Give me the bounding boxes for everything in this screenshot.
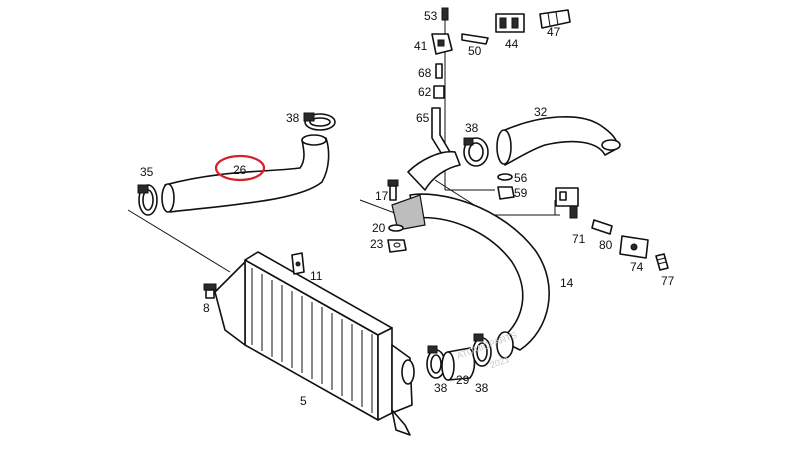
callout-68: 68 [418,66,432,80]
intercooler-5 [214,251,415,436]
callout-labels: 53 44 47 41 50 68 62 65 38 38 32 26 35 1… [140,9,675,408]
sensor-71 [555,187,579,219]
clamp-38-upper [303,112,336,131]
callout-74: 74 [630,260,644,274]
callout-59: 59 [514,186,528,200]
callout-5: 5 [300,394,307,408]
intercooler-fins [251,268,373,413]
bracket-11 [291,252,305,275]
connector-44 [495,13,525,33]
terminal-80 [591,219,613,235]
washer-20 [388,224,404,232]
callout-65: 65 [416,111,430,125]
hose-32 [496,116,621,166]
clamp-35 [137,184,158,216]
clamp-38-bottom-right [472,333,492,367]
callout-71: 71 [572,232,586,246]
callout-26: 26 [233,163,247,177]
nut-23 [387,239,407,253]
hose-14 [409,193,550,351]
callout-50: 50 [468,44,482,58]
clip-50 [461,33,489,45]
sleeve-29 [441,347,476,381]
sensor-41 [431,33,453,55]
hose-26 [161,134,330,213]
callout-29: 29 [456,373,470,387]
callout-38-bottom-right: 38 [475,381,489,395]
callout-14: 14 [560,276,574,290]
callout-53: 53 [424,9,438,23]
callout-35: 35 [140,165,154,179]
callout-47: 47 [547,25,561,39]
callout-77: 77 [661,274,675,288]
screw-53 [441,7,449,21]
callout-38-right: 38 [465,121,479,135]
bolt-17 [387,179,399,201]
connector-74 [619,235,649,259]
callout-32: 32 [534,105,548,119]
elbow-connector [391,150,461,231]
fitting-62 [433,85,445,99]
callout-44: 44 [505,37,519,51]
clamp-38-bottom-left [426,345,446,379]
callout-80: 80 [599,238,613,252]
clamp-38-right [463,137,489,167]
callout-8: 8 [203,301,210,315]
callout-17: 17 [375,189,389,203]
callout-20: 20 [372,221,386,235]
bolt-8 [203,283,217,299]
hose-14-end [496,331,514,359]
callout-41: 41 [414,39,428,53]
callout-56: 56 [514,171,528,185]
boot-47 [539,9,571,29]
callout-38-upper: 38 [286,111,300,125]
plug-77 [655,253,669,271]
fitting-68 [435,63,443,79]
callout-23: 23 [370,237,384,251]
washer-56 [497,173,513,181]
callout-62: 62 [418,85,432,99]
pipe-65 [431,107,451,157]
callout-38-bottom-left: 38 [434,381,448,395]
nut-59 [497,186,515,200]
callout-11: 11 [310,269,323,283]
watermark-line-2: 2021 [489,354,511,370]
highlight-ring [214,154,266,182]
